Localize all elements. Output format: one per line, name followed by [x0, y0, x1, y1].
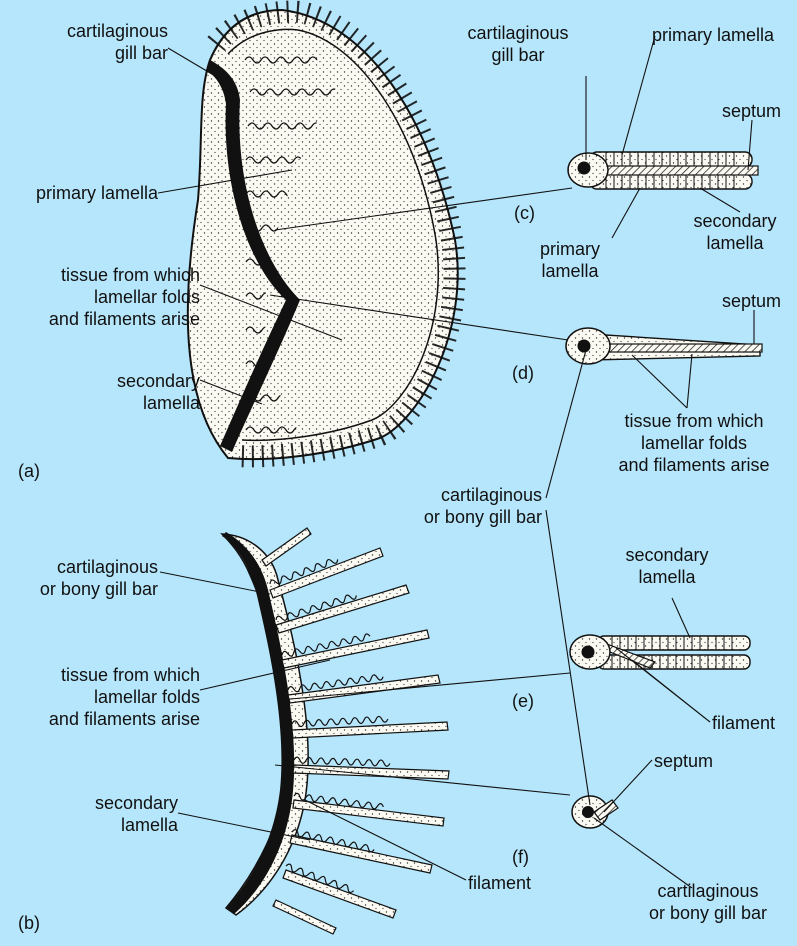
panel-d-septum — [596, 344, 762, 352]
d-septum-label: septum — [722, 290, 781, 312]
e-secondary-lamella-label: secondary lamella — [612, 544, 722, 588]
panel-c-drawing — [568, 152, 758, 189]
c-primary-lamella-top-label: primary lamella — [652, 24, 774, 46]
b-secondary-lamella-label: secondary lamella — [60, 792, 178, 836]
panel-a-drawing — [188, 10, 458, 459]
a-tissue-label: tissue from which lamellar folds and fil… — [14, 264, 200, 330]
a-gill-bar-label: cartilaginous gill bar — [18, 20, 168, 64]
a-primary-lamella-label: primary lamella — [14, 182, 158, 204]
mid-gill-bar-label: cartilaginous or bony gill bar — [400, 484, 542, 528]
panel-c-label: (c) — [514, 202, 535, 224]
panel-c-septum — [590, 166, 758, 175]
panel-e-lower-filament — [598, 655, 750, 669]
b-tissue-label: tissue from which lamellar folds and fil… — [14, 664, 200, 730]
panel-e-drawing — [570, 635, 750, 669]
c-septum-label: septum — [722, 100, 781, 122]
panel-e-gill-bar — [582, 646, 595, 659]
c-primary-lamella-bottom-label: primary lamella — [520, 238, 620, 282]
panel-a-label: (a) — [18, 460, 40, 482]
panel-f-label: (f) — [512, 846, 529, 868]
c-secondary-lamella-label: secondary lamella — [680, 210, 790, 254]
d-tissue-label: tissue from which lamellar folds and fil… — [604, 410, 784, 476]
panel-b-label: (b) — [18, 912, 40, 934]
panel-d-label: (d) — [512, 362, 534, 384]
panel-b-drawing — [222, 528, 449, 934]
b-gill-bar-label: cartilaginous or bony gill bar — [18, 556, 158, 600]
panel-d-drawing — [566, 328, 762, 364]
f-gill-bar-label: cartilaginous or bony gill bar — [628, 880, 788, 924]
e-filament-label: filament — [712, 712, 775, 734]
f-septum-label: septum — [654, 750, 713, 772]
panel-e-upper-filament — [598, 636, 750, 650]
panel-f-drawing — [572, 796, 618, 828]
panel-d-gill-bar — [578, 340, 591, 353]
panel-c-gill-bar — [578, 162, 591, 175]
panel-f-gill-bar — [582, 806, 594, 818]
panel-e-label: (e) — [512, 690, 534, 712]
a-secondary-lamella-label: secondary lamella — [80, 370, 200, 414]
b-filament-label: filament — [468, 872, 531, 894]
c-gill-bar-label: cartilaginous gill bar — [448, 22, 588, 66]
